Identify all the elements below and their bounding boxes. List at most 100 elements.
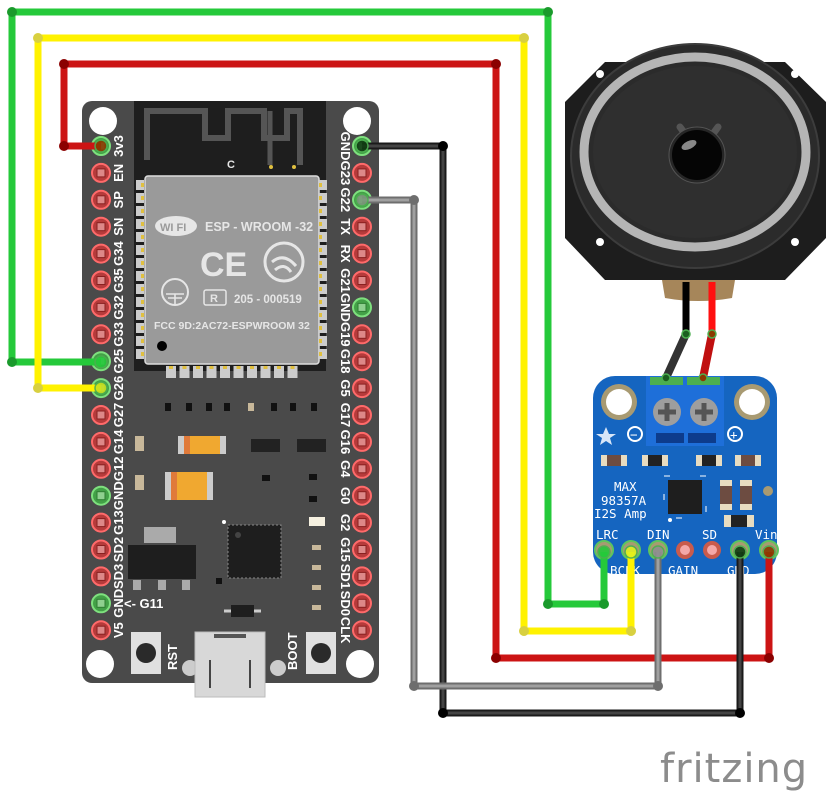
pin-right-g17[interactable] (352, 405, 372, 425)
module-castellations (136, 180, 327, 378)
cert-number: 205 - 000519 (234, 294, 302, 306)
pin-left-gnd[interactable] (91, 485, 111, 506)
pin-right-g15[interactable] (352, 539, 372, 560)
smd-body (648, 455, 662, 466)
pin-right-sd1[interactable] (352, 566, 372, 587)
bendpoint[interactable] (33, 33, 43, 43)
bendpoint[interactable] (33, 383, 43, 393)
pin-right-g5[interactable] (352, 378, 372, 399)
pin-left-g12[interactable] (91, 458, 111, 479)
bendpoint[interactable] (653, 681, 663, 691)
rst-button[interactable] (131, 632, 161, 674)
pin-label-left: G14 (111, 429, 126, 454)
castellation (319, 245, 327, 255)
bendpoint[interactable] (7, 357, 17, 367)
bendpoint[interactable] (7, 7, 17, 17)
bendpoint[interactable] (519, 33, 529, 43)
bendpoint[interactable] (764, 653, 774, 663)
pin-right-g2[interactable] (352, 512, 372, 533)
pin-hole (96, 491, 106, 501)
pin-left-sp[interactable] (91, 189, 111, 210)
pin-right-g4[interactable] (352, 458, 372, 479)
micro-usb-port[interactable] (182, 631, 286, 698)
castellation-gold (141, 352, 144, 356)
bendpoint[interactable] (59, 59, 69, 69)
pin-right-clk[interactable] (352, 620, 372, 641)
right-pin-labels: GNDG23G22TXRXG21GNDG19G18G5G17G16G4G0G2G… (338, 132, 353, 645)
bendpoint[interactable] (59, 141, 69, 151)
screw-cross-icon (658, 403, 676, 421)
pin-right-gnd[interactable] (352, 297, 372, 318)
bendpoint[interactable] (491, 653, 501, 663)
pin-right-tx[interactable] (352, 216, 372, 237)
bendpoint[interactable] (438, 141, 448, 151)
pin-left-g13[interactable] (91, 512, 111, 533)
castellation (319, 219, 327, 229)
amp-mount-hole-inner (739, 389, 765, 415)
wire-endpoint (762, 545, 776, 559)
pin-right-g0[interactable] (352, 485, 372, 506)
pin-left-g32[interactable] (91, 297, 111, 318)
max98357a-board[interactable]: − + MAX 98357A I2S Amp LRC DIN SD Vin BC… (593, 373, 779, 578)
pin-right-g23[interactable] (352, 162, 372, 183)
pin-left-g35[interactable] (91, 270, 111, 291)
esp32-devkit[interactable]: C WI FI ESP - WROOM -32 CE R 205 - 00051… (82, 101, 379, 698)
pin-right-g18[interactable] (352, 351, 372, 372)
sot23 (297, 439, 326, 452)
pin-left-en[interactable] (91, 162, 111, 183)
speaker[interactable] (565, 43, 826, 301)
bendpoint[interactable] (626, 626, 636, 636)
wire-endpoint (355, 193, 369, 207)
esp32-mount-hole (343, 107, 371, 135)
amp-mount-hole-inner (606, 389, 632, 415)
pin-left-g33[interactable] (91, 324, 111, 345)
amp-pin-sd[interactable] (703, 541, 721, 559)
pin-left-sn[interactable] (91, 216, 111, 237)
amp-ic-outline (663, 475, 707, 519)
bendpoint[interactable] (543, 599, 553, 609)
amp-pin-gain[interactable] (676, 541, 694, 559)
bendpoint[interactable] (409, 681, 419, 691)
mount-hole (596, 70, 604, 78)
castellation (136, 232, 144, 242)
castellation-gold (196, 366, 200, 369)
bendpoint[interactable] (491, 59, 501, 69)
smd-led (271, 403, 277, 411)
pin-right-rx[interactable] (352, 243, 372, 264)
pin-left-gnd[interactable] (91, 593, 111, 614)
pin-right-g19[interactable] (352, 324, 372, 345)
boot-button[interactable] (306, 632, 336, 674)
speaker-lead-black-jumper[interactable] (662, 330, 690, 382)
mount-hole (791, 238, 799, 246)
bendpoint[interactable] (519, 626, 529, 636)
castellation (179, 366, 190, 378)
pin-left-sd3[interactable] (91, 566, 111, 587)
castellation-gold (319, 209, 322, 213)
pin-left-sd2[interactable] (91, 539, 111, 560)
bendpoint[interactable] (438, 708, 448, 718)
bendpoint[interactable] (543, 7, 553, 17)
pin-right-g21[interactable] (352, 270, 372, 291)
pin-left-g34[interactable] (91, 243, 111, 264)
pin-label-right: G18 (338, 349, 353, 374)
pin-right-g16[interactable] (352, 431, 372, 452)
bendpoint[interactable] (735, 708, 745, 718)
bendpoint[interactable] (599, 599, 609, 609)
castellation (136, 193, 144, 203)
pin-left-g27[interactable] (91, 405, 111, 425)
pin-right-sd0[interactable] (352, 593, 372, 614)
pin-left-g14[interactable] (91, 431, 111, 452)
pin-hole (357, 329, 367, 339)
wire-endpoint (94, 355, 108, 369)
smd-small (312, 545, 321, 550)
castellation-gold (141, 196, 144, 200)
speaker-lead-red-jumper[interactable] (699, 330, 716, 382)
chip-label-part: 98357A (601, 493, 647, 508)
esp32-mount-hole (89, 107, 117, 135)
pin1-dot (222, 520, 226, 524)
pin-label-left: V5 (111, 622, 126, 638)
pin-left-v5[interactable] (91, 620, 111, 641)
bendpoint[interactable] (409, 195, 419, 205)
tantalum-body (184, 436, 220, 454)
pin-hole (357, 437, 367, 447)
